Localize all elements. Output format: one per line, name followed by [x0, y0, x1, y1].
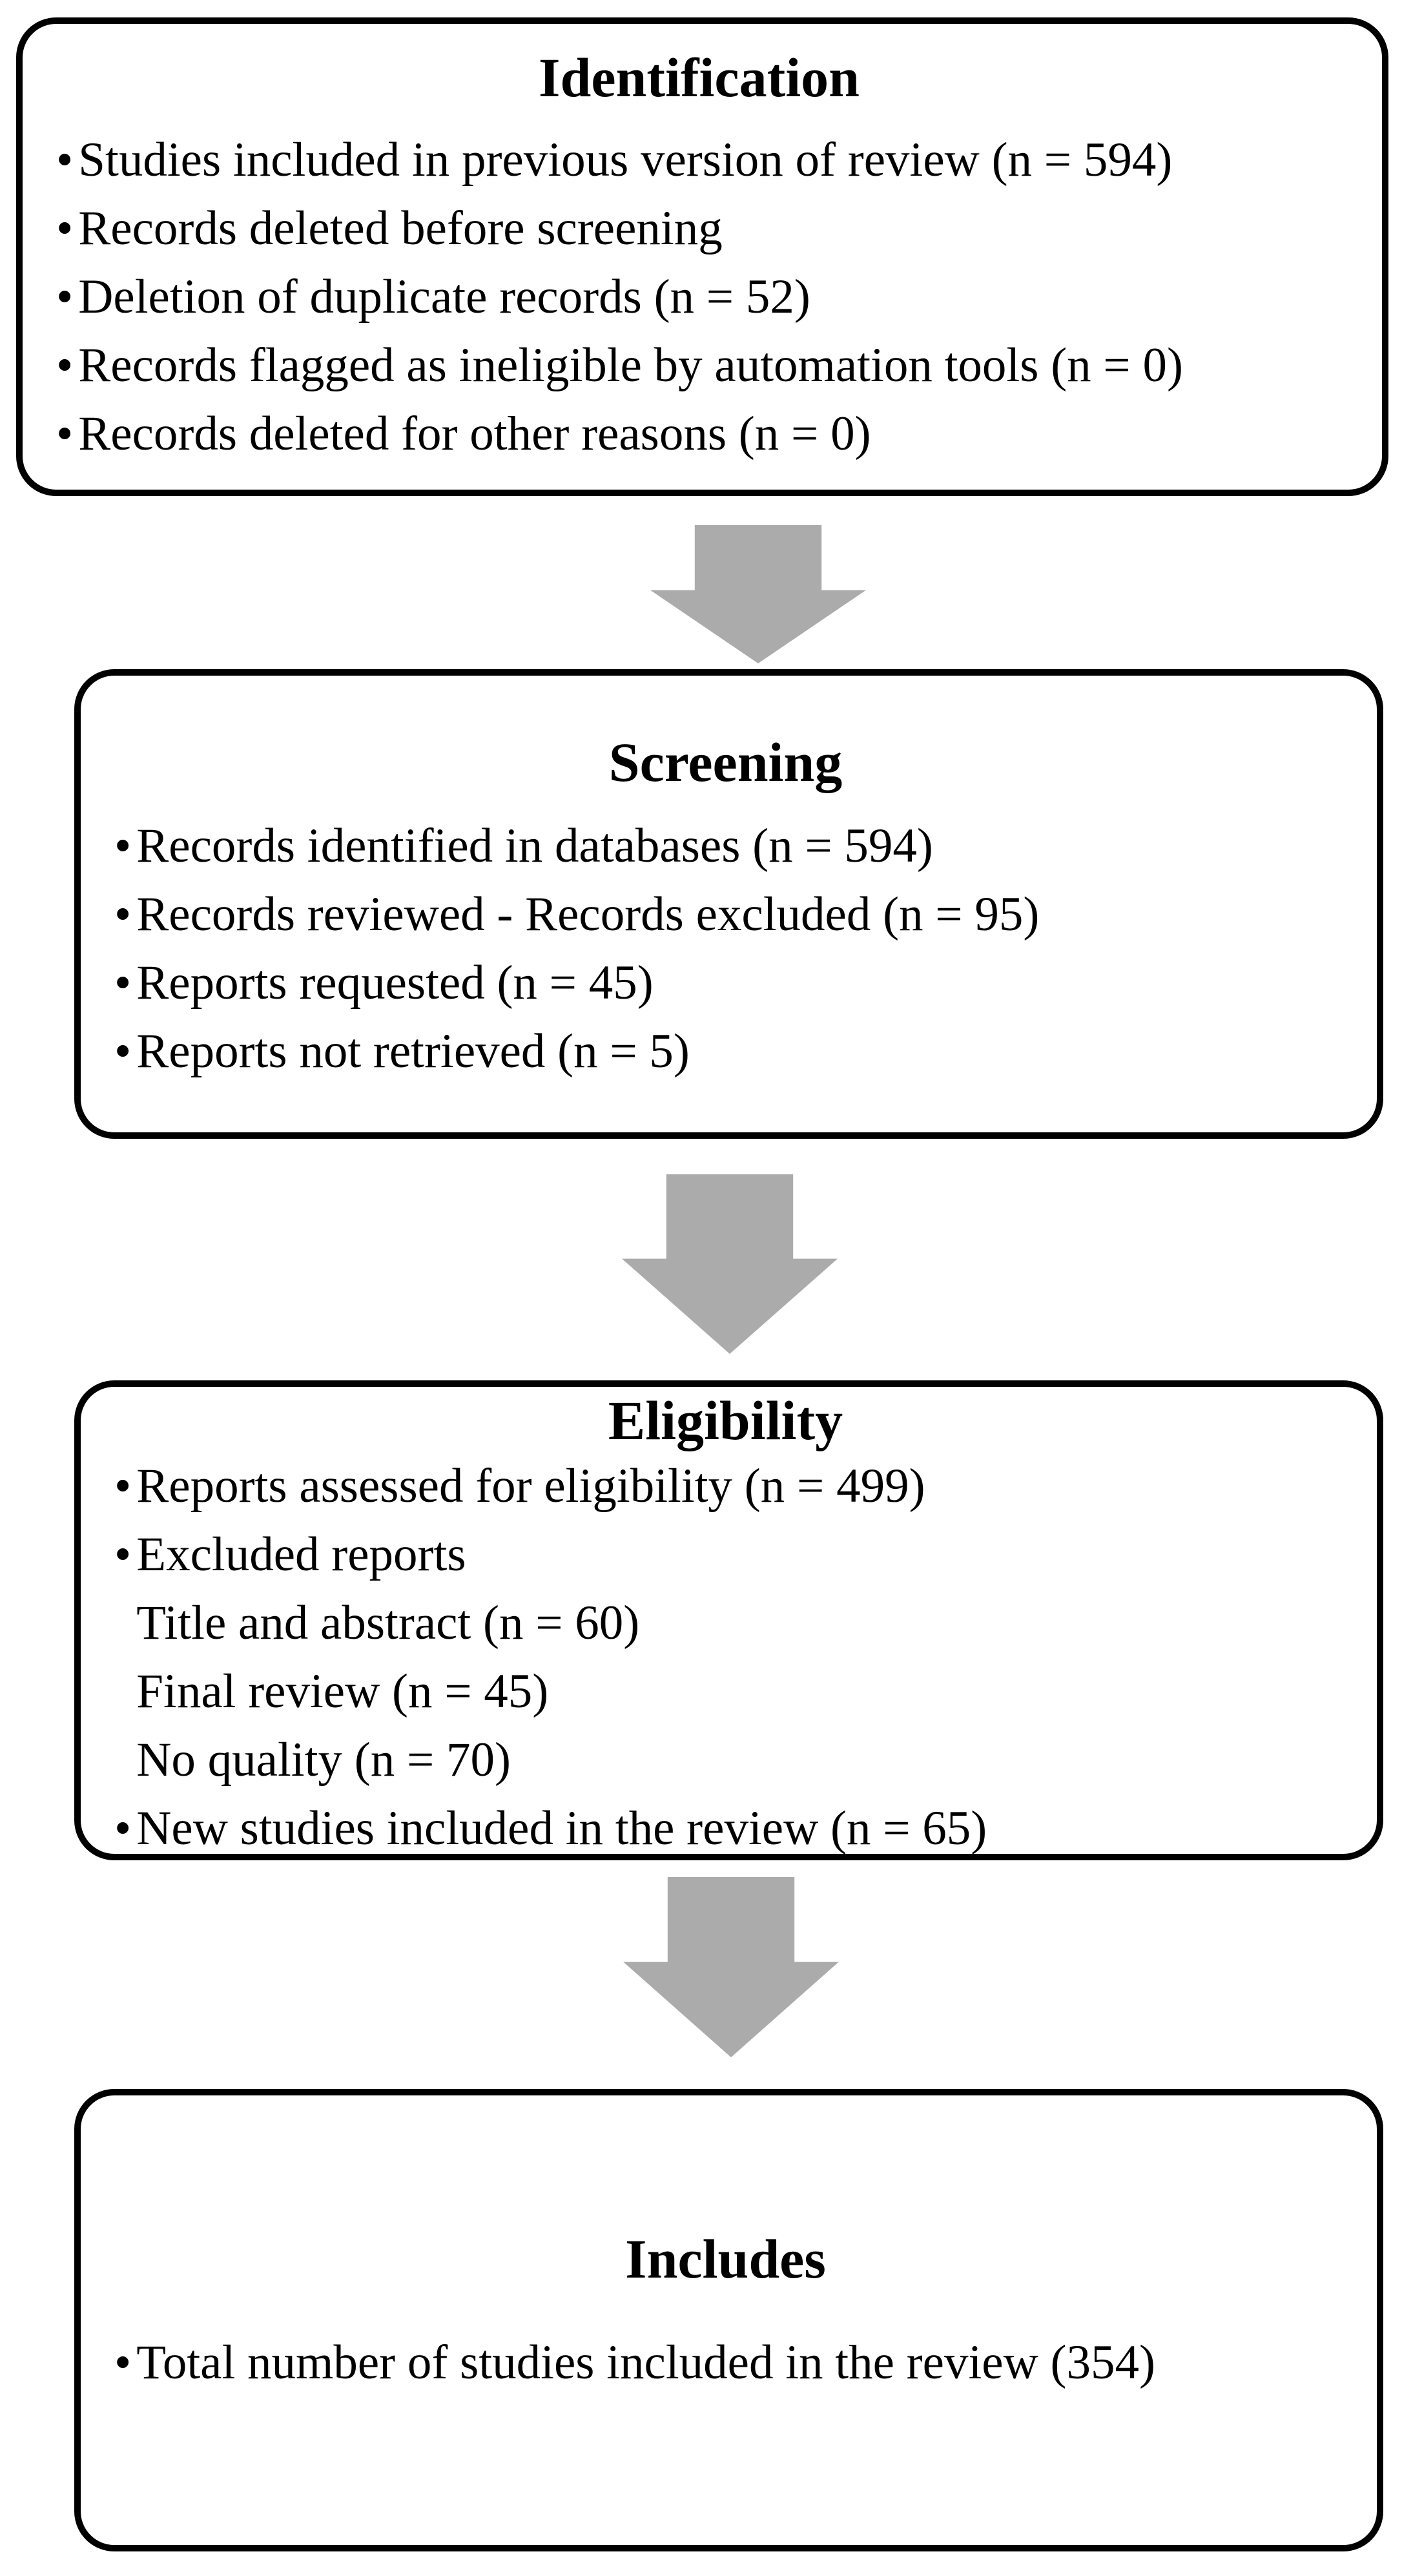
flow-subitem: •Final review (n = 45): [114, 1657, 1364, 1726]
stage-title-eligibility: Eligibility: [608, 1389, 843, 1451]
bullet-icon: •: [114, 1528, 132, 1581]
flow-item-text: Records deleted before screening: [78, 202, 723, 255]
flow-item-text: Final review (n = 45): [136, 1665, 549, 1718]
down-arrow-icon: [650, 525, 866, 663]
flow-item: •Total number of studies included in the…: [114, 2329, 1364, 2397]
flow-item: •Records identified in databases (n = 59…: [114, 812, 1364, 880]
flow-item: •Reports requested (n = 45): [114, 949, 1364, 1017]
flow-item-text: Total number of studies included in the …: [136, 2336, 1155, 2389]
bullet-icon: •: [56, 270, 74, 324]
stage-title-includes: Includes: [625, 2228, 826, 2290]
flow-item: •Reports not retrieved (n = 5): [114, 1017, 1364, 1086]
flow-subitem: •Title and abstract (n = 60): [114, 1589, 1364, 1657]
flow-item: •Excluded reports: [114, 1521, 1364, 1589]
stage-title-identification: Identification: [539, 47, 860, 109]
bullet-icon: •: [56, 202, 74, 255]
flow-item: •Studies included in previous version of…: [56, 126, 1369, 194]
flow-item: •Records reviewed - Records excluded (n …: [114, 880, 1364, 949]
stage-box-includes: Includes •Total number of studies includ…: [74, 2089, 1383, 2551]
bullet-icon: •: [56, 133, 74, 187]
bullet-icon: •: [56, 407, 74, 461]
flow-item-text: No quality (n = 70): [136, 1733, 511, 1787]
identification-item-list: •Studies included in previous version of…: [29, 126, 1369, 468]
flow-item-text: New studies included in the review (n = …: [136, 1802, 987, 1855]
flow-subitem: •No quality (n = 70): [114, 1726, 1364, 1794]
eligibility-item-list: •Reports assessed for eligibility (n = 4…: [87, 1452, 1364, 1863]
flow-item-text: Records reviewed - Records excluded (n =…: [136, 888, 1040, 941]
flow-item-text: Excluded reports: [136, 1528, 466, 1581]
screening-item-list: •Records identified in databases (n = 59…: [87, 812, 1364, 1086]
stage-title-screening: Screening: [608, 731, 843, 793]
down-arrow-icon: [623, 1877, 839, 2057]
flow-item-text: Records deleted for other reasons (n = 0…: [78, 407, 871, 461]
bullet-icon: •: [114, 1459, 132, 1513]
down-arrow-icon: [622, 1174, 838, 1354]
flow-item: •New studies included in the review (n =…: [114, 1794, 1364, 1863]
bullet-icon: •: [114, 956, 132, 1010]
flow-item: •Records flagged as ineligible by automa…: [56, 331, 1369, 400]
flow-item-text: Reports not retrieved (n = 5): [136, 1024, 690, 1078]
flow-item: •Deletion of duplicate records (n = 52): [56, 263, 1369, 331]
flow-item: •Records deleted before screening: [56, 194, 1369, 263]
bullet-icon: •: [114, 888, 132, 941]
stage-box-identification: Identification •Studies included in prev…: [16, 17, 1388, 496]
includes-item-list: •Total number of studies included in the…: [87, 2329, 1364, 2397]
flow-item-text: Records flagged as ineligible by automat…: [78, 338, 1183, 392]
flow-item-text: Studies included in previous version of …: [78, 133, 1173, 187]
flow-item: •Records deleted for other reasons (n = …: [56, 400, 1369, 468]
bullet-icon: •: [56, 338, 74, 392]
flow-item: •Reports assessed for eligibility (n = 4…: [114, 1452, 1364, 1521]
flow-item-text: Reports assessed for eligibility (n = 49…: [136, 1459, 925, 1513]
flow-item-text: Deletion of duplicate records (n = 52): [78, 270, 810, 324]
stage-box-eligibility: Eligibility •Reports assessed for eligib…: [74, 1380, 1383, 1860]
stage-box-screening: Screening •Records identified in databas…: [74, 669, 1383, 1139]
flow-item-text: Reports requested (n = 45): [136, 956, 654, 1010]
bullet-icon: •: [114, 1802, 132, 1855]
flow-item-text: Records identified in databases (n = 594…: [136, 819, 933, 873]
bullet-icon: •: [114, 2336, 132, 2389]
bullet-icon: •: [114, 1024, 132, 1078]
flow-item-text: Title and abstract (n = 60): [136, 1596, 640, 1650]
bullet-icon: •: [114, 819, 132, 873]
